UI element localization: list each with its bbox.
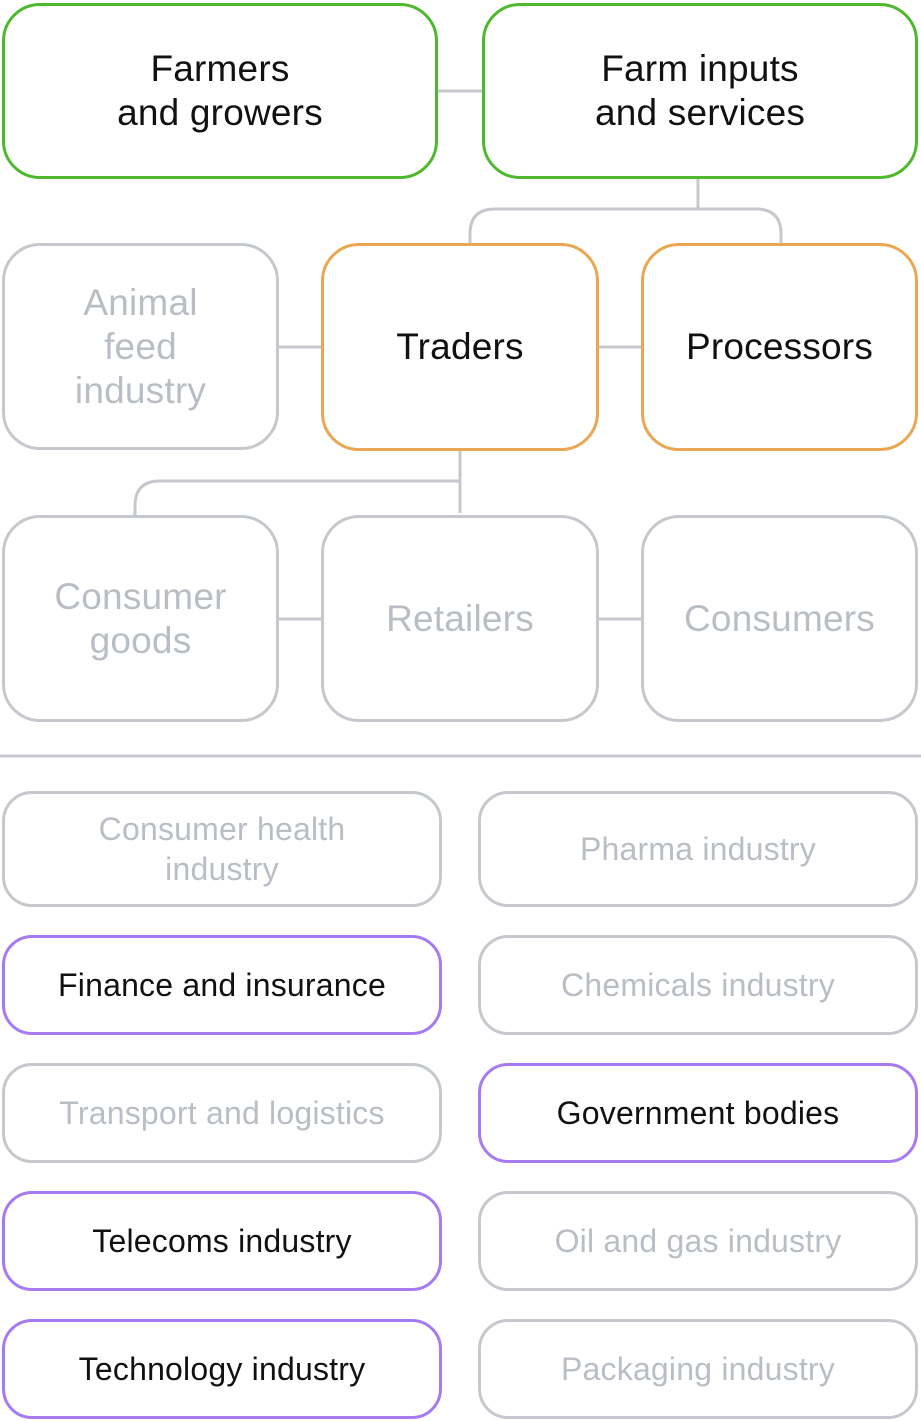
consumers-box: Consumers — [641, 515, 918, 722]
processors-box: Processors — [641, 243, 918, 451]
consumer-health-box: Consumer health industry — [2, 791, 442, 907]
telecoms-label: Telecoms industry — [92, 1223, 352, 1259]
consumer-health-label: Consumer health industry — [98, 811, 346, 887]
chemicals-label: Chemicals industry — [561, 967, 835, 1003]
technology-box: Technology industry — [2, 1319, 442, 1419]
retailers-label: Retailers — [386, 597, 534, 639]
farmers-and-growers-box: Farmers and growers — [2, 3, 438, 179]
pharma-box: Pharma industry — [478, 791, 918, 907]
farm-inputs-box: Farm inputs and services — [482, 3, 918, 179]
finance-label: Finance and insurance — [58, 967, 386, 1003]
government-label: Government bodies — [556, 1095, 840, 1131]
connector-traders-branch — [133, 451, 462, 515]
packaging-box: Packaging industry — [478, 1319, 918, 1419]
oil-gas-label: Oil and gas industry — [554, 1223, 842, 1259]
processors-label: Processors — [685, 326, 874, 367]
pharma-label: Pharma industry — [580, 831, 816, 867]
transport-label: Transport and logistics — [59, 1095, 385, 1131]
consumer-goods-box: Consumer goods — [2, 515, 279, 722]
technology-label: Technology industry — [78, 1351, 366, 1387]
animal-feed-label: Animal feed industry — [74, 281, 207, 411]
farm-inputs-label: Farm inputs and services — [594, 48, 806, 133]
traders-label: Traders — [396, 326, 524, 367]
retailers-box: Retailers — [321, 515, 599, 722]
farmers-and-growers-label: Farmers and growers — [117, 48, 323, 133]
connector-farm-inputs-branch — [468, 179, 783, 243]
chemicals-box: Chemicals industry — [478, 935, 918, 1035]
transport-box: Transport and logistics — [2, 1063, 442, 1163]
packaging-label: Packaging industry — [561, 1351, 835, 1387]
animal-feed-box: Animal feed industry — [2, 243, 279, 450]
finance-box: Finance and insurance — [2, 935, 442, 1035]
telecoms-box: Telecoms industry — [2, 1191, 442, 1291]
consumers-label: Consumers — [684, 597, 875, 639]
government-box: Government bodies — [478, 1063, 918, 1163]
traders-box: Traders — [321, 243, 599, 451]
consumer-goods-label: Consumer goods — [54, 575, 227, 661]
oil-gas-box: Oil and gas industry — [478, 1191, 918, 1291]
